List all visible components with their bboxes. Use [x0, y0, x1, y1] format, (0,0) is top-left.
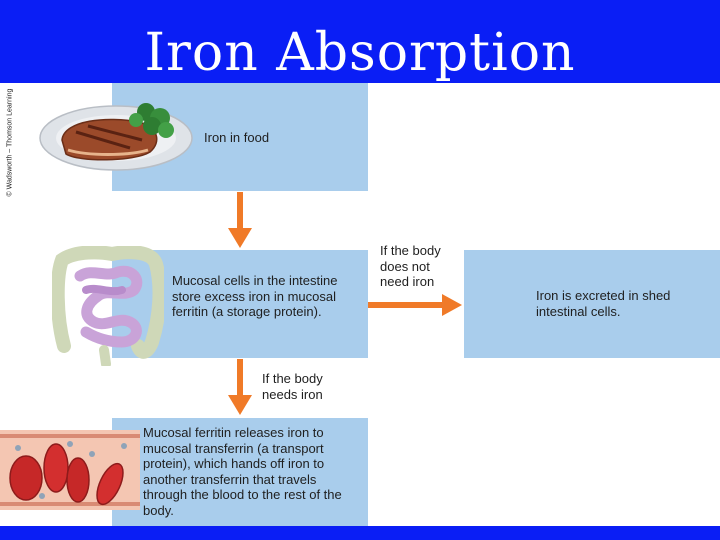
food-label: Iron in food: [204, 130, 270, 145]
condition-needed: If the body needs iron: [262, 371, 323, 402]
arrow-shaft: [237, 192, 243, 230]
small-intestine: [74, 265, 143, 348]
arrow-head: [228, 395, 252, 415]
red-blood-cell-3: [66, 457, 90, 503]
steak: [61, 118, 158, 161]
transferrin-dot-3: [89, 451, 95, 457]
red-blood-cell-2: [43, 443, 69, 493]
steak-grill-mark-1: [75, 130, 131, 150]
arrow-mucosal-to-excreted: [368, 294, 462, 316]
bottom-bar: [0, 526, 720, 540]
transferrin-dot-5: [67, 441, 73, 447]
arrow-shaft: [368, 302, 444, 308]
blood-vessel-illustration: [0, 430, 140, 510]
mucosal-cells-text: Mucosal cells in the intestine store exc…: [172, 273, 338, 319]
large-intestine: [52, 246, 164, 359]
transferrin-dot-2: [39, 493, 45, 499]
arrow-shaft: [237, 359, 243, 397]
steak-grill-mark-2: [87, 124, 143, 142]
excreted-box: [464, 250, 720, 358]
transferrin-dot-4: [121, 443, 127, 449]
broccoli-floret-4: [158, 122, 174, 138]
red-blood-cell-1: [9, 455, 43, 501]
condition-not-needed: If the body does not need iron: [380, 243, 441, 289]
excreted-text: Iron is excreted in shed intestinal cell…: [536, 288, 671, 319]
title-bar: [0, 0, 720, 83]
broccoli-floret-3: [143, 117, 161, 135]
broccoli-floret-5: [129, 113, 143, 127]
vessel-wall-stripes: [0, 434, 140, 506]
slide-title: Iron Absorption: [144, 23, 576, 83]
intestine-illustration: [52, 246, 164, 366]
transferrin-dot-1: [15, 445, 21, 451]
red-blood-cell-4: [96, 462, 124, 506]
arrow-head: [228, 228, 252, 248]
ferritin-release-text: Mucosal ferritin releases iron to mucosa…: [143, 425, 342, 518]
steak-plate-illustration: [39, 103, 193, 171]
rectum: [99, 345, 111, 366]
copyright-credit: © Wadsworth – Thomson Learning: [6, 88, 14, 197]
small-intestine-fold: [82, 284, 126, 296]
arrow-food-to-mucosal: [228, 192, 252, 248]
arrow-mucosal-to-ferritin: [228, 359, 252, 415]
steak-fat: [67, 148, 149, 156]
arrow-head: [442, 294, 462, 316]
ferritin-release-box: [112, 418, 368, 526]
